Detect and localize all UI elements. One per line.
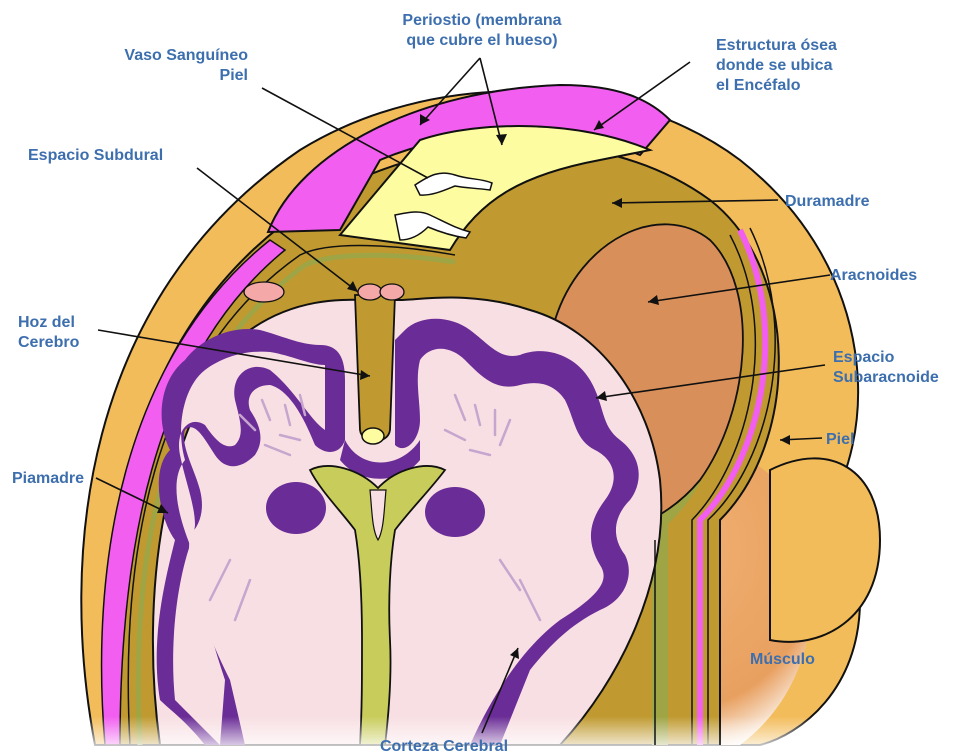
- label-subaracnoide-line1: Espacio: [833, 349, 895, 366]
- label-espacio-subdural: Espacio Subdural: [28, 147, 163, 164]
- ventricle-right: [425, 487, 485, 537]
- label-piel-right: Piel: [826, 431, 854, 448]
- label-piel-top: Piel: [220, 67, 248, 84]
- ventricle-left: [266, 482, 326, 534]
- label-musculo: Músculo: [750, 651, 815, 668]
- label-hoz-line1: Hoz del: [18, 314, 75, 331]
- label-estructura-osea-line2: donde se ubica: [716, 57, 833, 74]
- label-duramadre: Duramadre: [785, 193, 870, 210]
- label-subaracnoide-line2: Subaracnoide: [833, 369, 939, 386]
- label-aracnoides: Aracnoides: [830, 267, 917, 284]
- label-periostio-line2: que cubre el hueso): [406, 32, 557, 49]
- label-vaso-sanguineo: Vaso Sanguíneo: [124, 47, 248, 64]
- label-piamadre: Piamadre: [12, 470, 84, 487]
- falx-groove: [355, 295, 395, 441]
- label-corteza-cerebral: Corteza Cerebral: [380, 738, 508, 755]
- label-estructura-osea-line1: Estructura ósea: [716, 37, 837, 54]
- label-periostio-line1: Periostio (membrana: [402, 12, 561, 29]
- label-estructura-osea-line3: el Encéfalo: [716, 77, 801, 94]
- label-hoz-line2: Cerebro: [18, 334, 80, 351]
